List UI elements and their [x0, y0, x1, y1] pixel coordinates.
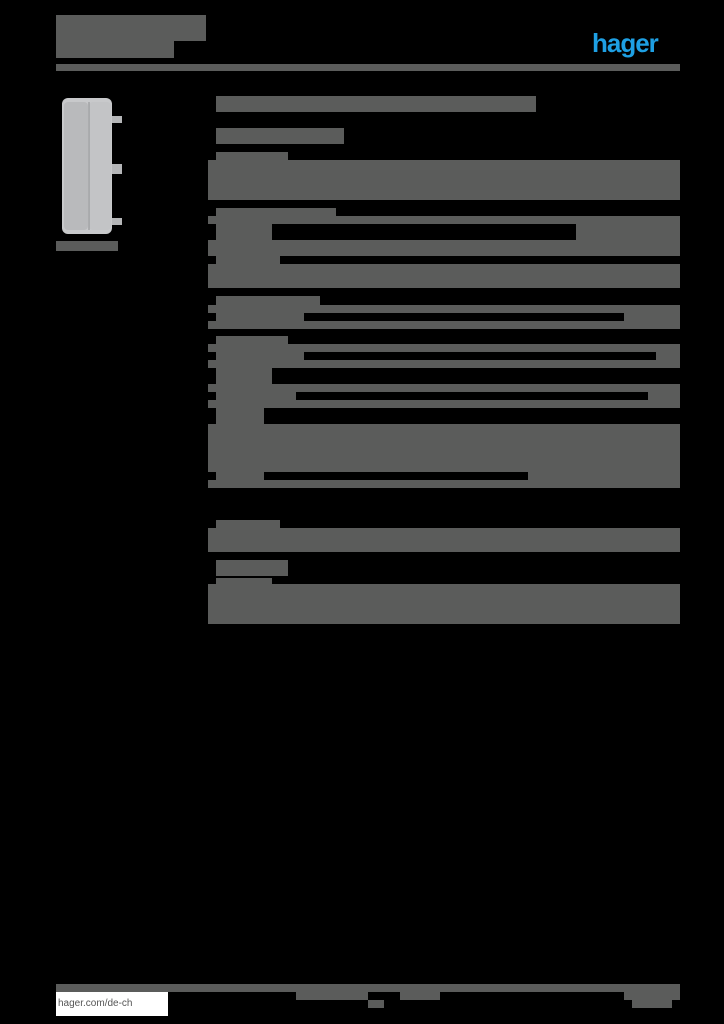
product-image	[58, 96, 128, 238]
section-2-row1-label	[216, 224, 272, 240]
section-6-table	[208, 584, 680, 624]
section-2-label	[216, 208, 336, 218]
section-4-row2-label	[216, 368, 272, 384]
hager-logo: hager	[592, 28, 659, 58]
section-4-label	[216, 336, 288, 346]
product-heading	[216, 96, 536, 112]
section-3-row-bottom	[208, 321, 680, 329]
section-3-row-label	[216, 313, 304, 321]
section-4-row1-label	[216, 352, 304, 360]
section-2-row3-label	[216, 256, 280, 264]
section-4-block	[208, 424, 680, 472]
section-5-label	[216, 520, 280, 530]
section-4-row3-bottom	[208, 400, 680, 408]
product-subheading	[216, 128, 344, 144]
section-2-row2	[208, 240, 680, 256]
section-4-row1	[208, 344, 680, 352]
section-4-row3-label	[216, 392, 296, 400]
section-4-row1-bottom	[208, 360, 680, 368]
section-3-row-value	[624, 313, 680, 321]
section-4-row3	[208, 384, 680, 392]
doc-title-line3	[56, 41, 174, 58]
section-4-row1-value	[656, 352, 680, 360]
section-4-last-bottom	[208, 480, 680, 488]
footer-page-marker	[368, 1000, 384, 1008]
footer-right-block	[624, 984, 680, 1000]
section-4-last-value	[528, 472, 680, 480]
section-4-row3-value	[648, 392, 680, 400]
doc-title-line1	[56, 15, 206, 28]
section-5-table	[208, 528, 680, 552]
section-2-row3	[208, 264, 680, 288]
section-4-row4-label	[216, 408, 264, 424]
section-2-row1	[208, 216, 680, 224]
section-3-label	[216, 296, 320, 306]
footer-page-number	[632, 1000, 672, 1008]
section-3-row	[208, 305, 680, 313]
website-link[interactable]: hager.com/de-ch	[56, 992, 168, 1016]
footer-center-gap	[368, 992, 400, 1000]
header-rule	[56, 64, 680, 71]
section-1-table	[208, 160, 680, 200]
section-6-sublabel	[216, 578, 272, 584]
product-caption	[56, 241, 118, 251]
doc-title-line2	[56, 28, 206, 41]
section-2-row1-value	[576, 224, 680, 240]
section-4-last-label	[216, 472, 264, 480]
section-6-label	[216, 560, 288, 576]
section-1-label	[216, 152, 288, 161]
